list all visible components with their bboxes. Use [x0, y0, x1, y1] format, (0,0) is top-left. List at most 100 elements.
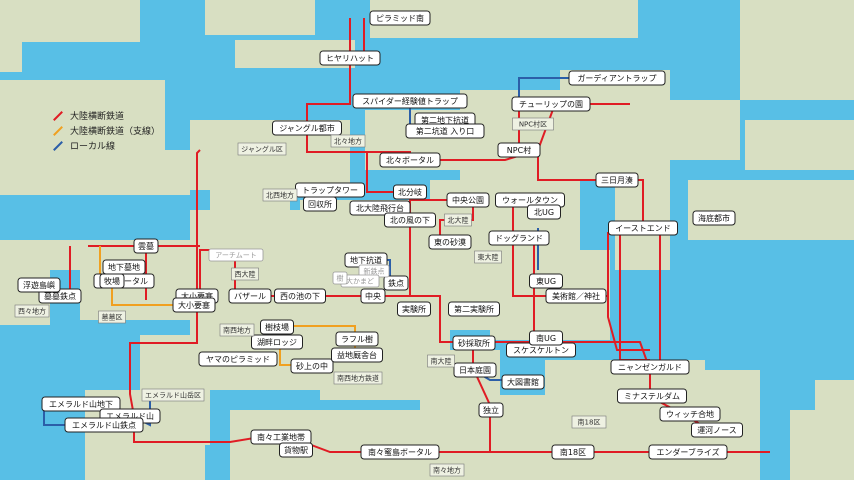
station-label: スパイダー経験値トラップ: [362, 96, 458, 106]
station-box: [501, 374, 545, 390]
area-box: [429, 463, 465, 477]
station-label: ラフル樹: [341, 334, 373, 344]
area-box: [427, 354, 455, 368]
station-label: 南々蜜島ボータル: [368, 447, 432, 457]
station-label: ミナステルダム: [624, 391, 680, 401]
station-label: 北大陸飛行台: [356, 203, 404, 213]
area-label: 北大陸: [448, 216, 469, 225]
area-label: 南西地方鉄道: [337, 374, 379, 383]
station-label: ガーディアントラップ: [577, 73, 656, 83]
station-label: 大図書館: [507, 377, 539, 387]
station-label: 独立: [483, 405, 499, 415]
station-label: 日本庭園: [459, 365, 491, 375]
grey-label-box: [208, 248, 264, 262]
station-box: [64, 417, 144, 433]
station-box: [133, 238, 159, 254]
local-line-label: ローカル線: [70, 142, 116, 152]
area-box: [231, 267, 259, 281]
station-label: エメラルド山: [106, 411, 154, 421]
station-box: [272, 120, 342, 136]
area-label: 西大陸: [235, 270, 256, 279]
station-box: [360, 288, 386, 304]
station-box: [369, 10, 431, 26]
area-label: 北々地方: [334, 137, 362, 146]
station-label: ニャンゼンガルド: [618, 362, 682, 372]
station-box: [228, 288, 272, 304]
station-label: 南々工業地帯: [257, 432, 305, 442]
station-box: [511, 96, 591, 112]
station-box: [360, 444, 440, 460]
station-box: [99, 273, 125, 289]
main-line-swatch: [53, 110, 63, 121]
station-box: [251, 334, 303, 350]
map-legend: 大陸横断鉄道 大陸横断鉄道（支線） ローカル線: [52, 108, 160, 153]
station-label: 鉄点: [388, 278, 404, 288]
station-label: 北々ボータル: [386, 156, 434, 165]
area-box: [262, 188, 298, 202]
area-box: [330, 134, 366, 148]
station-label: 墓墓鉄点: [44, 291, 76, 301]
station-box: [198, 351, 278, 367]
station-label: 中央: [365, 291, 381, 301]
area-label: 南大陸: [431, 357, 452, 366]
area-box: [98, 310, 126, 324]
area-box: [219, 323, 255, 337]
station-box: [452, 335, 496, 351]
station-box: [428, 234, 472, 250]
station-label: ウォールタウン: [502, 196, 558, 205]
station-box: [551, 444, 595, 460]
station-label: 地下墓地: [108, 262, 140, 272]
station-box: [497, 142, 541, 158]
area-label: 南々地方: [433, 466, 461, 475]
station-box: [453, 362, 497, 378]
station-box: [303, 196, 337, 212]
station-label: ヤマのピラミッド: [206, 355, 270, 364]
station-label: ピラミッド南: [376, 13, 424, 23]
station-label: 東の砂漠: [434, 237, 466, 247]
station-label: 実験所: [402, 304, 426, 314]
station-box: [595, 172, 639, 188]
station-label: ドッグランド: [495, 233, 543, 243]
station-box: [692, 210, 736, 226]
station-box: [529, 330, 563, 346]
area-box: [333, 371, 383, 385]
station-box: [335, 331, 379, 347]
station-box: [172, 297, 216, 313]
station-box: [383, 275, 409, 291]
station-label: 海底都市: [698, 213, 730, 223]
area-box: [474, 250, 502, 264]
station-label: 浮遊島嶼: [23, 280, 55, 290]
station-label: 北UG: [534, 208, 554, 217]
station-label: 湖畔ロッジ: [257, 337, 297, 347]
station-label: 砂上の中: [296, 361, 328, 371]
station-label: エンダーブライズ: [656, 447, 719, 457]
main-line-label: 大陸横断鉄道: [70, 112, 125, 122]
local-line-swatch: [53, 140, 63, 151]
station-label: ウィッチ合地: [666, 409, 714, 419]
station-box: [527, 204, 561, 220]
station-label: 第二坑道 入り口: [416, 126, 475, 136]
station-box: [379, 152, 441, 168]
area-label: 墓墓区: [102, 313, 123, 322]
station-box: [260, 319, 294, 335]
station-box: [397, 301, 431, 317]
station-label: 大小要塞: [181, 291, 213, 301]
station-labels: ピラミッド南ヒヤリハットジャングル都市スパイダー経験値トラップ第二地下抗道第二坑…: [14, 10, 743, 477]
branch-line-swatch: [53, 125, 63, 136]
station-label: 南18区: [560, 447, 586, 457]
station-label: 雲墓: [138, 241, 154, 251]
area-label: ジャングル区: [241, 145, 283, 154]
station-label: ヒヤリハット: [326, 54, 374, 63]
grey-label: 樹: [337, 274, 344, 283]
station-label: NPC村: [507, 145, 531, 155]
station-label: イーストエンド: [615, 224, 671, 233]
station-label: チューリップの園: [519, 100, 583, 109]
station-box: [691, 422, 743, 438]
station-box: [568, 70, 666, 86]
station-label: 北の風の下: [390, 216, 430, 225]
station-label: 東UG: [536, 276, 556, 286]
station-label: スケスケルトン: [513, 346, 569, 355]
area-box: [141, 388, 205, 402]
station-box: [659, 406, 721, 422]
